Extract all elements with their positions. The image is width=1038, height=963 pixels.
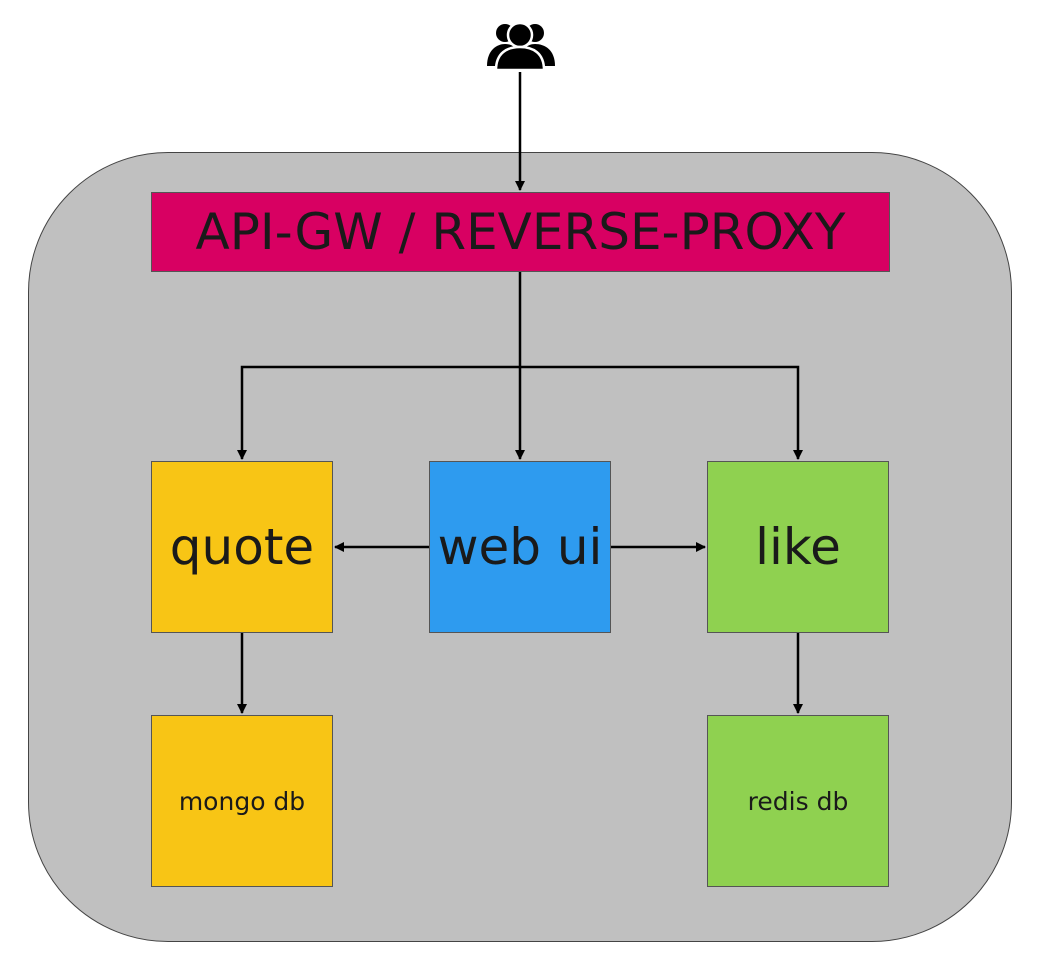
- quote-service-label: quote: [169, 518, 315, 576]
- mongo-db-label: mongo db: [178, 786, 306, 816]
- quote-service-box: quote: [151, 461, 333, 633]
- api-gateway-label: API-GW / REVERSE-PROXY: [195, 203, 846, 261]
- like-service-label: like: [755, 518, 841, 576]
- web-ui-label: web ui: [437, 518, 603, 576]
- redis-db-box: redis db: [707, 715, 889, 887]
- api-gateway-box: API-GW / REVERSE-PROXY: [151, 192, 890, 272]
- redis-db-label: redis db: [747, 786, 849, 816]
- like-service-box: like: [707, 461, 889, 633]
- web-ui-box: web ui: [429, 461, 611, 633]
- edge-gateway-to-quote: [237, 365, 520, 460]
- mongo-db-box: mongo db: [151, 715, 333, 887]
- users-icon: [487, 21, 555, 72]
- edge-gateway-to-like: [520, 365, 803, 460]
